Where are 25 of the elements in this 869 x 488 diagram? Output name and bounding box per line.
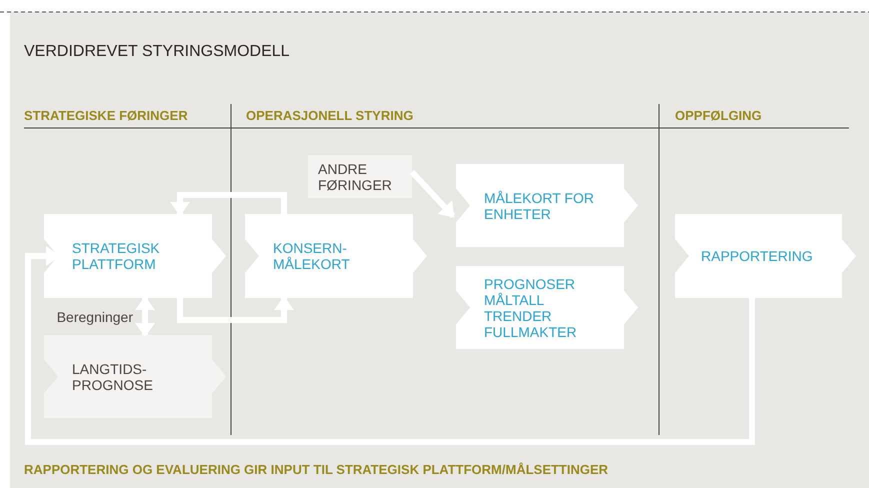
box-label: KONSERN- MÅLEKORT (273, 240, 351, 272)
box-label: ANDRE FØRINGER (318, 160, 393, 192)
chevron-box (456, 164, 638, 247)
chevron-box (44, 335, 226, 418)
chevron-box (675, 214, 856, 298)
section-heading: OPPFØLGING (675, 107, 762, 125)
arrow (410, 170, 456, 218)
box-label: PROGNOSER MÅLTALL TRENDER FULLMAKTER (484, 276, 578, 340)
box-label: STRATEGISK PLATTFORM (72, 240, 161, 272)
arrow (170, 192, 287, 216)
box-label: MÅLEKORT FOR ENHETER (484, 190, 595, 222)
arrow (135, 296, 155, 337)
arrow (25, 246, 755, 445)
chevron-box (44, 214, 226, 298)
chevron-box (456, 266, 638, 349)
section-heading: STRATEGISKE FØRINGER (24, 107, 188, 125)
box-label: RAPPORTERING (701, 248, 813, 264)
arrow (177, 296, 294, 323)
diagram-title: VERDIDREVET STYRINGSMODELL (24, 42, 290, 62)
section-heading: OPERASJONELL STYRING (246, 107, 414, 125)
edge-label: Beregninger (56, 308, 133, 324)
note-box (308, 155, 412, 198)
chevron-box (245, 214, 427, 298)
box-label: LANGTIDS- PROGNOSE (72, 360, 154, 392)
section-heading: RAPPORTERING OG EVALUERING GIR INPUT TIL STRATEGISK PLATTFORM/MÅLSETTINGER (24, 461, 608, 479)
